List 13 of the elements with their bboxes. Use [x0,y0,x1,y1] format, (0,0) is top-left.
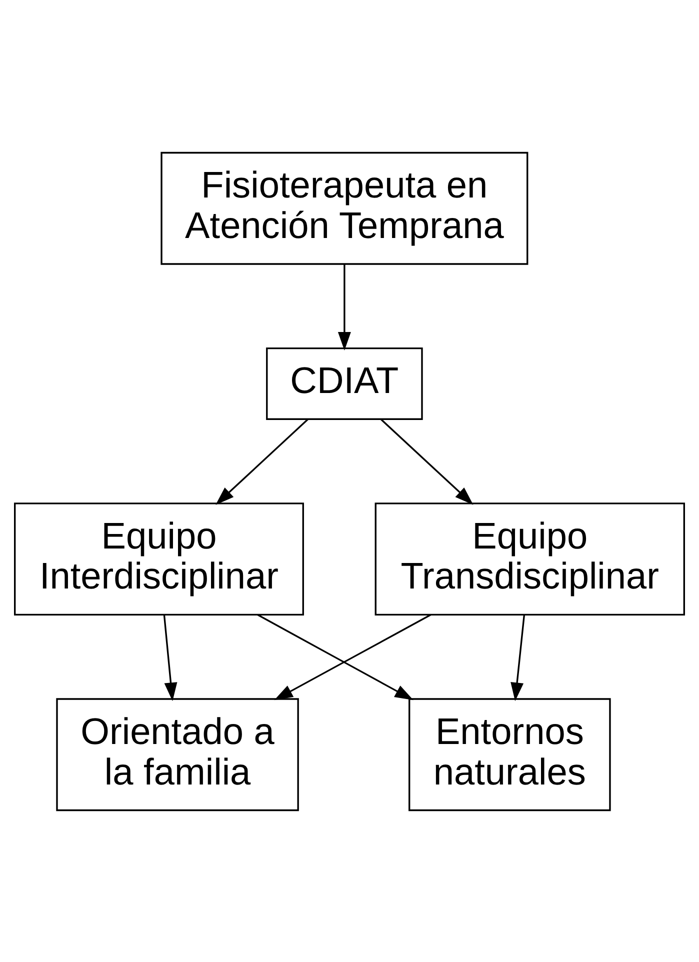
arrow [216,418,308,504]
arrow [163,614,178,701]
node-box: CDIAT [266,346,423,420]
node-box: Entornos naturales [408,698,611,811]
arrow [380,418,474,504]
arrow [274,614,432,700]
arrow [257,614,414,700]
arrow [338,264,351,350]
node-box: Equipo Interdisciplinar [14,502,304,616]
node-box: Equipo Transdisciplinar [374,502,685,616]
arrow [510,614,526,701]
node-box: Orientado a la familia [56,698,299,811]
node-box: Fisioterapeuta en Atención Temprana [160,151,528,264]
